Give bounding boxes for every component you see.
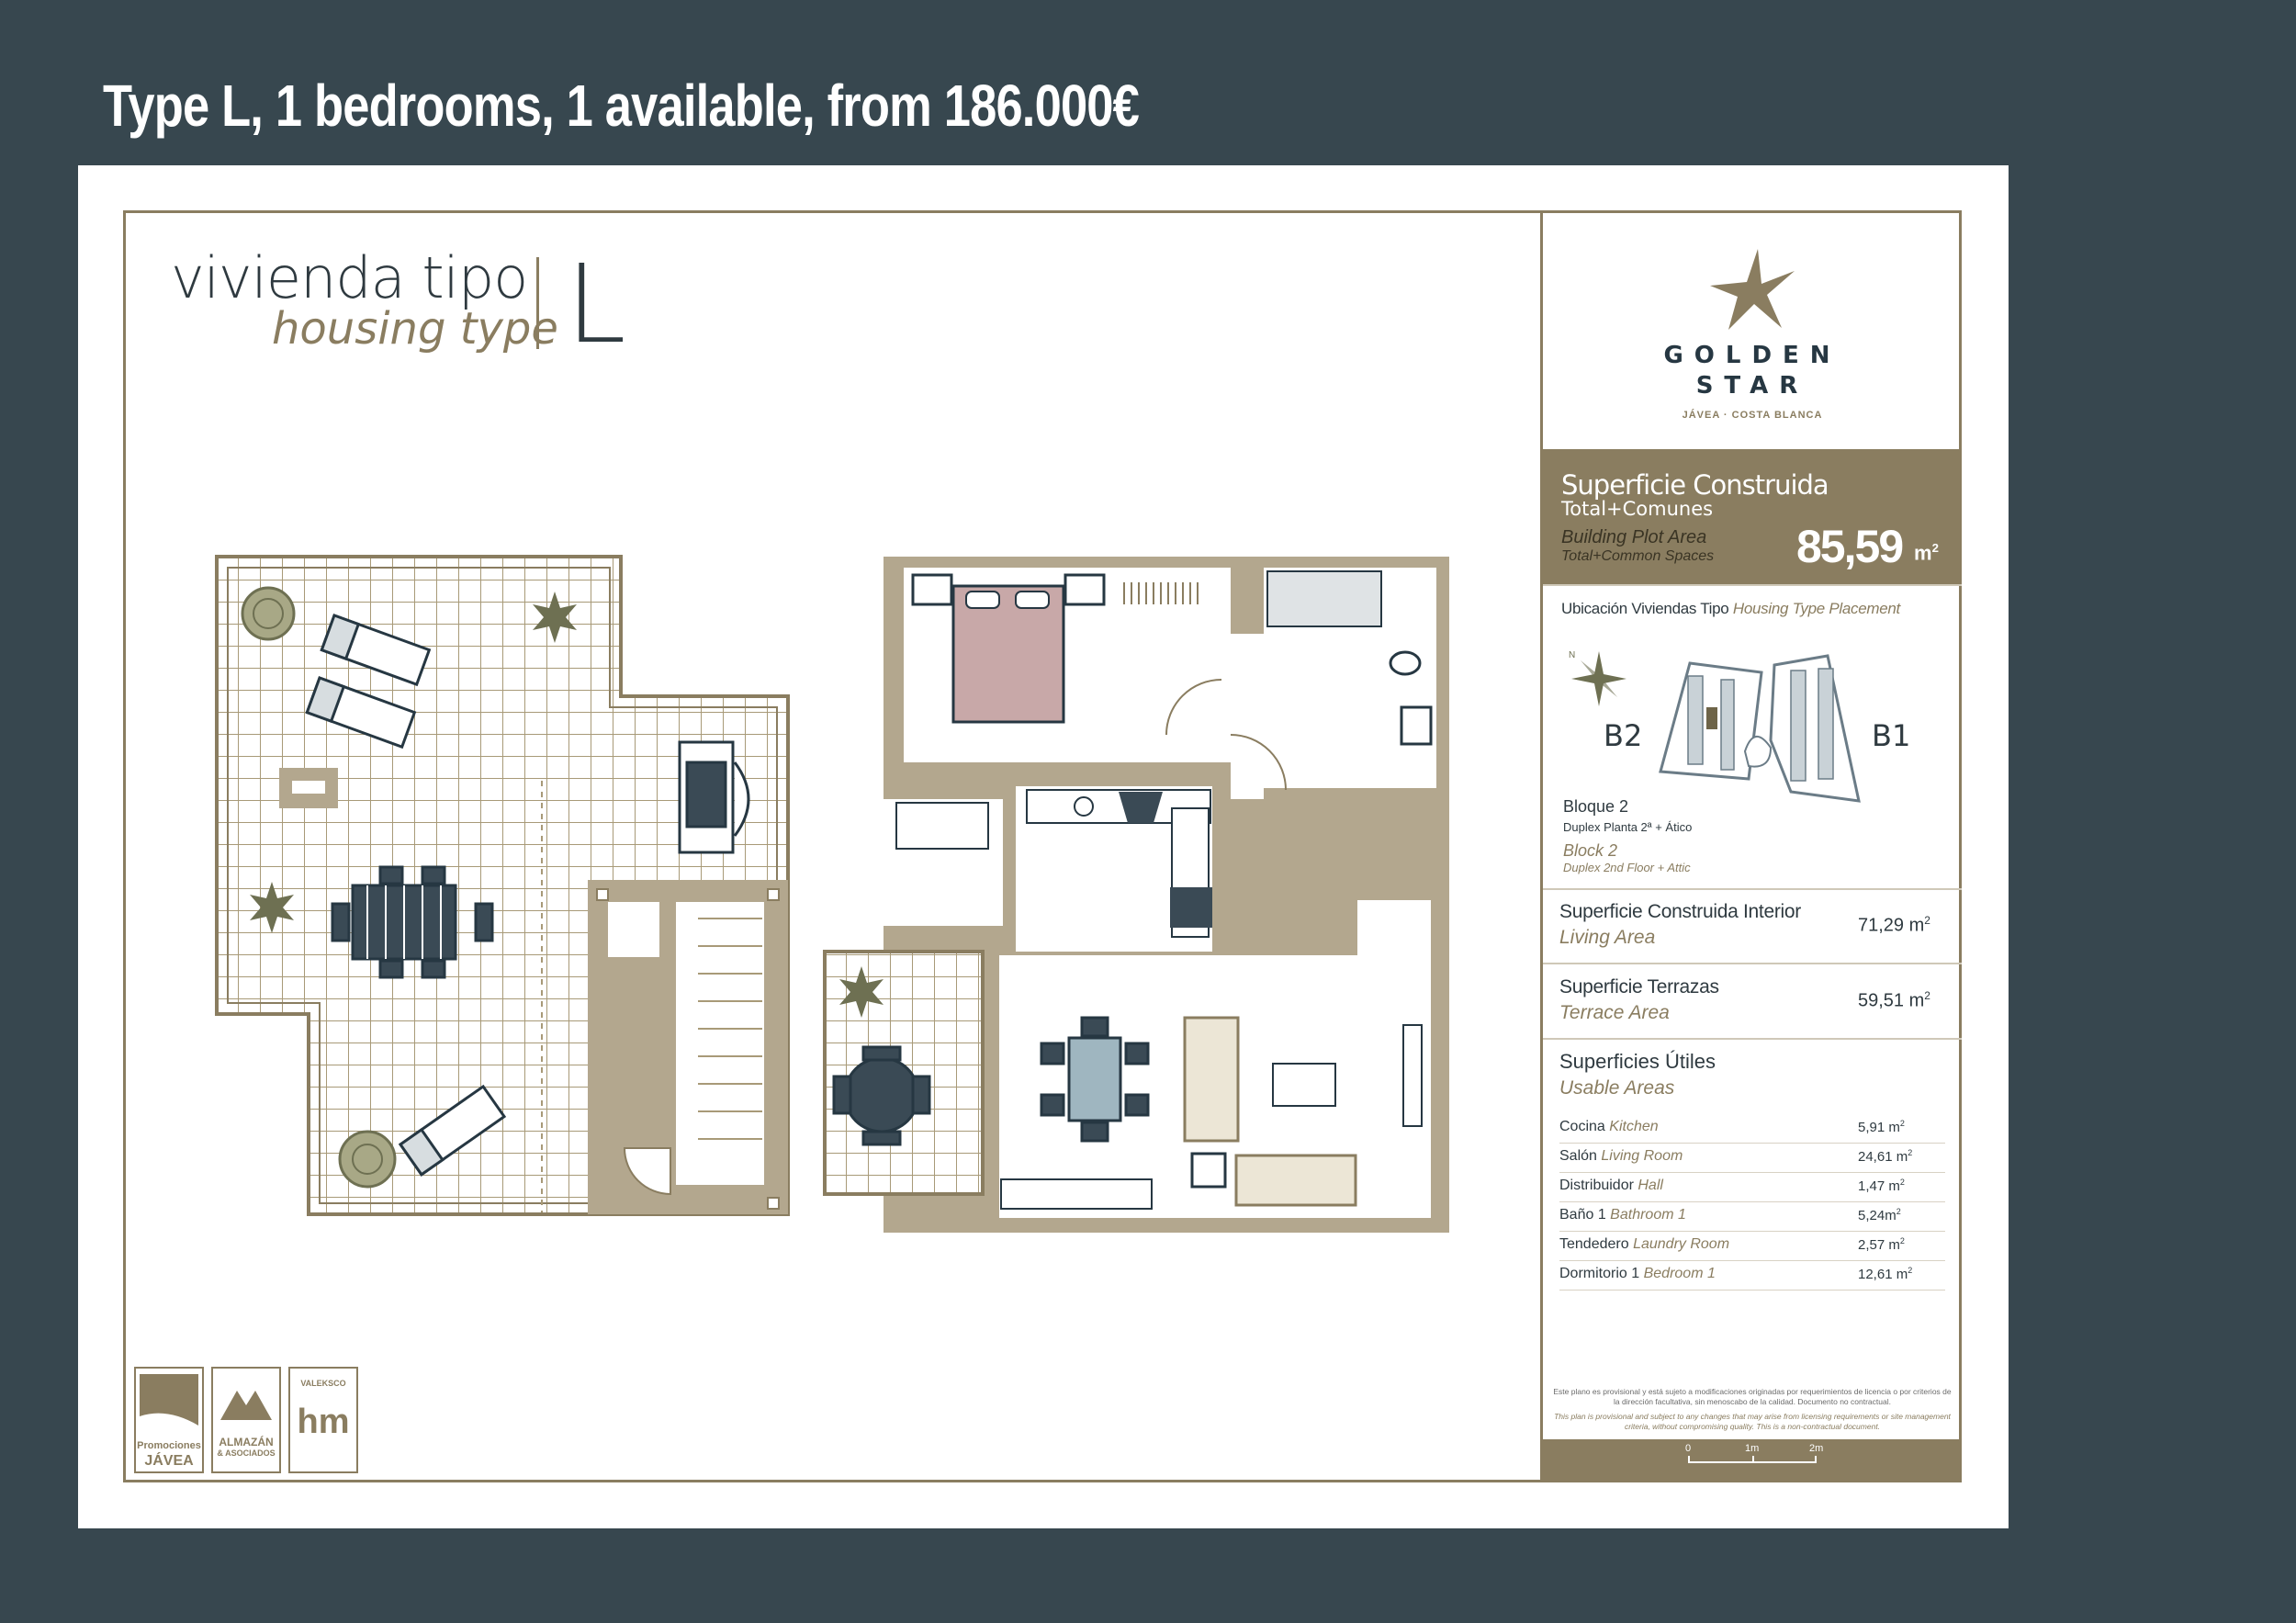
disclaimer: Este plano es provisional y está sujeto … <box>1552 1387 1953 1432</box>
promociones-javea-logo: Promociones JÁVEA <box>134 1367 204 1473</box>
living-area-label-en: Living Area <box>1559 927 1656 948</box>
terrace-area-value: 59,51 m2 <box>1858 989 1930 1011</box>
logo-hm-text: hm <box>297 1403 350 1441</box>
scale-tick <box>1815 1456 1817 1463</box>
divider-line <box>1543 584 1962 586</box>
brand-line-1: GOLDEN <box>1663 342 1841 369</box>
placement-title: Ubicación Viviendas Tipo Housing Type Pl… <box>1561 600 1900 617</box>
scale-tick <box>1688 1456 1690 1463</box>
scale-tick <box>1752 1456 1754 1463</box>
housing-type-letter: L <box>566 241 626 367</box>
title-spanish: vivienda tipo <box>171 244 528 311</box>
compass-north-label: N <box>1569 650 1575 660</box>
living-area-label-es: Superficie Construida Interior <box>1559 901 1801 922</box>
summary-subtitle-en: Total+Common Spaces <box>1561 548 1715 564</box>
title-english: housing type <box>272 303 558 355</box>
living-area-value: 71,29 m2 <box>1858 914 1930 936</box>
usable-row: Baño 1 Bathroom 1 5,24m2 <box>1559 1202 1945 1232</box>
terrace-area-row: Superficie Terrazas Terrace Area 59,51 m… <box>1559 976 1945 1024</box>
logo-valeksco-text: VALEKSCO <box>300 1379 346 1388</box>
disclaimer-es: Este plano es provisional y está sujeto … <box>1553 1387 1952 1406</box>
scale-bar: 0 1m 2m <box>1543 1439 1962 1482</box>
hm-logo: VALEKSCO hm <box>288 1367 358 1473</box>
apartment-plan <box>823 557 1449 1233</box>
divider-line <box>1543 1038 1962 1040</box>
bloque-es-sub: Duplex Planta 2ª + Ático <box>1563 820 1693 834</box>
usable-areas-title-es: Superficies Útiles <box>1559 1050 1716 1073</box>
divider-line <box>1543 888 1962 890</box>
brand-location: JÁVEA · COSTA BLANCA <box>1682 410 1823 421</box>
summary-title-es: Superficie Construida <box>1561 469 1829 501</box>
terrace-area-label-en: Terrace Area <box>1559 1002 1670 1023</box>
usable-row: Dormitorio 1 Bedroom 1 12,61 m2 <box>1559 1261 1945 1291</box>
usable-row: Cocina Kitchen 5,91 m2 <box>1559 1114 1945 1144</box>
panel-divider <box>1540 210 1543 1482</box>
starfish-icon <box>1710 249 1795 330</box>
floor-plan-drawing <box>215 555 1449 1233</box>
usable-areas-title-en: Usable Areas <box>1559 1077 1675 1099</box>
almazan-logo: ALMAZÁN & ASOCIADOS <box>211 1367 281 1473</box>
usable-row: Tendedero Laundry Room 2,57 m2 <box>1559 1232 1945 1261</box>
divider-line <box>1543 963 1962 964</box>
golden-star-brand: GOLDEN STAR JÁVEA · COSTA BLANCA <box>1543 210 1962 449</box>
usable-row: Distribuidor Hall 1,47 m2 <box>1559 1173 1945 1202</box>
bloque-es: Bloque 2 <box>1563 797 1629 816</box>
terrace-plan <box>215 555 790 1216</box>
block-b2-label: B2 <box>1604 718 1643 753</box>
block-placement-map <box>1659 654 1861 803</box>
summary-unit: m2 <box>1914 541 1939 565</box>
compass-rose-icon: N <box>1569 650 1626 706</box>
summary-subtitle-es: Total+Comunes <box>1561 498 1714 520</box>
bloque-en: Block 2 <box>1563 841 1618 860</box>
block-b1-label: B1 <box>1872 718 1911 753</box>
logo-promociones-text: Promociones <box>137 1440 201 1451</box>
bloque-en-sub: Duplex 2nd Floor + Attic <box>1563 861 1691 874</box>
terrace-area-label-es: Superficie Terrazas <box>1559 976 1719 997</box>
scale-2m: 2m <box>1809 1443 1824 1454</box>
built-area-summary: Superficie Construida Total+Comunes Buil… <box>1543 449 1962 584</box>
scale-0: 0 <box>1685 1443 1692 1454</box>
sheet-frame <box>123 210 1962 1482</box>
living-area-row: Superficie Construida Interior Living Ar… <box>1559 901 1945 949</box>
summary-value: 85,59 <box>1796 521 1904 572</box>
summary-title-en: Building Plot Area <box>1561 527 1707 547</box>
usable-row: Salón Living Room 24,61 m2 <box>1559 1144 1945 1173</box>
disclaimer-en: This plan is provisional and subject to … <box>1554 1412 1951 1431</box>
scale-1m: 1m <box>1745 1443 1760 1454</box>
logo-javea-text: JÁVEA <box>144 1453 194 1469</box>
logo-asociados-text: & ASOCIADOS <box>217 1448 276 1458</box>
brand-line-2: STAR <box>1695 372 1809 400</box>
title-separator <box>536 257 539 349</box>
logo-almazan-text: ALMAZÁN <box>219 1436 274 1448</box>
page-headline: Type L, 1 bedrooms, 1 available, from 18… <box>103 73 1140 139</box>
